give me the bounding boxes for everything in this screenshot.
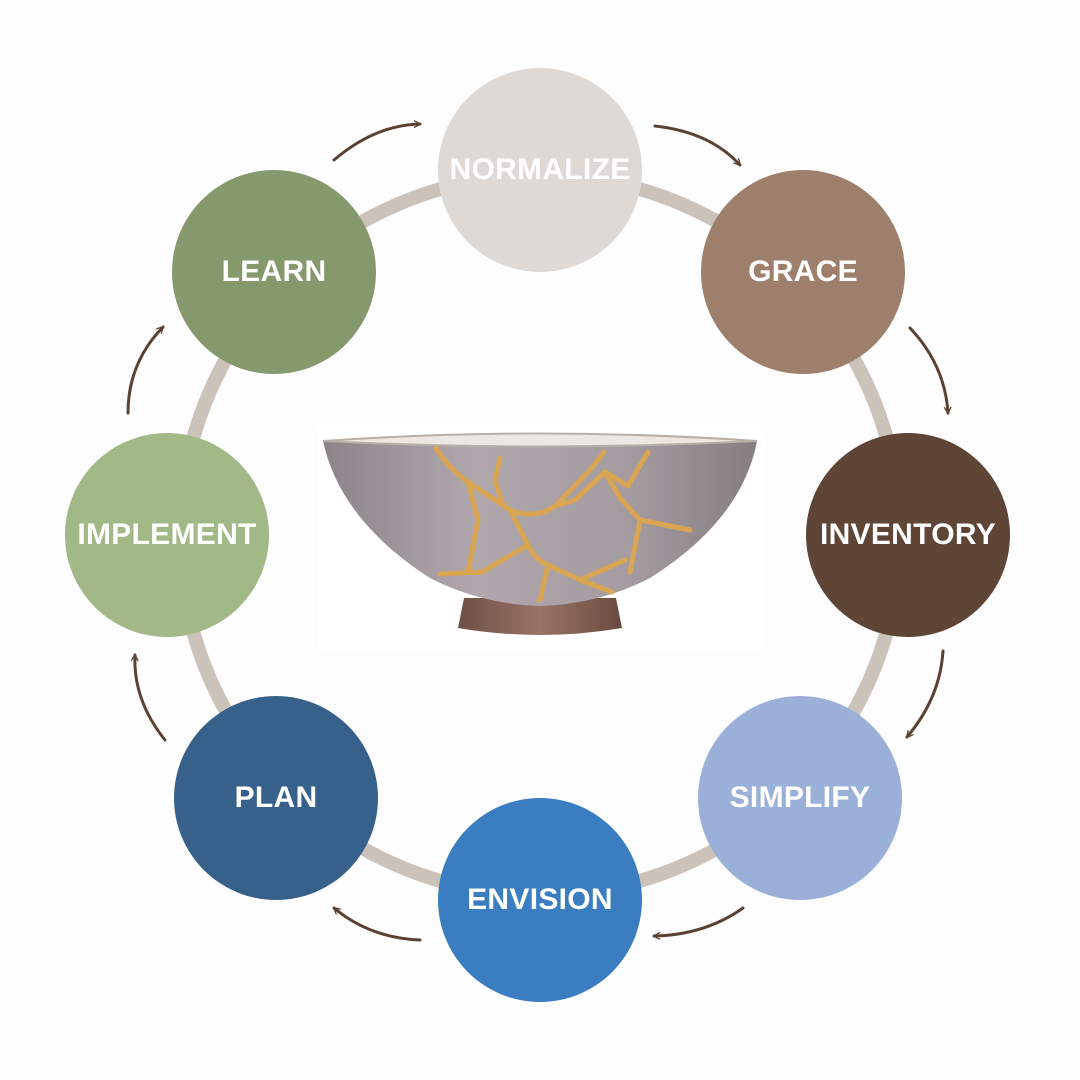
arrow-learn-to-normalize (332, 120, 422, 162)
arrow-simplify-to-envision (652, 906, 745, 940)
arrow-plan-to-implement (130, 653, 167, 742)
node-learn: LEARN (172, 170, 376, 374)
node-label-inventory: INVENTORY (819, 518, 997, 551)
bowl-rim (322, 432, 758, 448)
node-label-plan: PLAN (234, 781, 318, 814)
arrow-inventory-to-simplify (905, 649, 945, 739)
cycle-arrows (126, 120, 952, 942)
node-label-envision: ENVISION (467, 883, 613, 916)
node-label-learn: LEARN (221, 255, 327, 288)
node-implement: IMPLEMENT (65, 433, 269, 637)
arrow-normalize-to-grace (653, 124, 742, 167)
arrow-grace-to-inventory (908, 326, 952, 415)
node-label-grace: GRACE (748, 255, 858, 288)
arrow-envision-to-plan (332, 906, 422, 942)
bowl-body (323, 434, 757, 606)
node-grace: GRACE (701, 170, 905, 374)
gold-seams (433, 445, 693, 603)
node-label-normalize: NORMALIZE (449, 153, 631, 186)
node-envision: ENVISION (438, 798, 642, 1002)
node-plan: PLAN (174, 696, 378, 900)
bowl-foot (458, 598, 622, 635)
node-label-simplify: SIMPLIFY (729, 781, 871, 814)
node-simplify: SIMPLIFY (698, 696, 902, 900)
node-label-implement: IMPLEMENT (77, 518, 257, 551)
node-normalize: NORMALIZE (438, 68, 642, 272)
node-inventory: INVENTORY (806, 433, 1010, 637)
arrow-implement-to-learn (126, 325, 165, 415)
